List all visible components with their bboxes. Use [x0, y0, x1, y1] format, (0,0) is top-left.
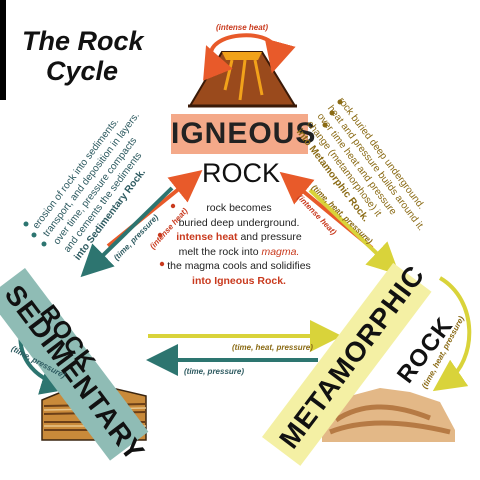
center-bullets — [157, 203, 176, 267]
igneous-to-met-arrow — [308, 188, 400, 276]
left-note-bullets — [23, 221, 47, 247]
label-bottom-time-pressure: (time, pressure) — [184, 367, 245, 376]
center-line-4-italic: magma. — [261, 245, 300, 258]
center-line-5: the magma cools and solidifies — [167, 260, 311, 272]
title-line-1: The Rock — [22, 26, 144, 56]
center-line-3-rest: and pressure — [237, 231, 302, 243]
label-top-intense-heat: (intense heat) — [216, 23, 269, 32]
igneous-to-sed-arrow — [80, 186, 174, 278]
center-line-3: intense heat and pressure — [150, 230, 328, 245]
igneous-description: rock becomes buried deep underground. in… — [150, 201, 328, 288]
volcano-illustration — [188, 51, 297, 108]
igneous-rock-label: ROCK — [201, 158, 280, 188]
title-accent-bar — [0, 0, 6, 100]
center-line-1: rock becomes — [206, 202, 272, 214]
center-line-4: melt the rock into magma. — [150, 245, 328, 260]
igneous-label: IGNEOUS — [171, 114, 315, 154]
label-bottom-time-heat-pressure: (time, heat, pressure) — [232, 343, 313, 352]
igneous-loop-arrow — [203, 33, 296, 81]
center-line-6: into Igneous Rock. — [192, 274, 286, 287]
center-line-4-pre: melt the rock into — [178, 245, 262, 258]
metamorphic-loop-arrow — [432, 276, 472, 392]
title-line-2: Cycle — [46, 56, 119, 86]
metamorphic-rock-illustration — [322, 388, 455, 442]
center-line-3-bold: intense heat — [176, 231, 238, 243]
right-note-bullets — [322, 99, 343, 128]
center-line-2: buried deep underground. — [178, 216, 300, 229]
